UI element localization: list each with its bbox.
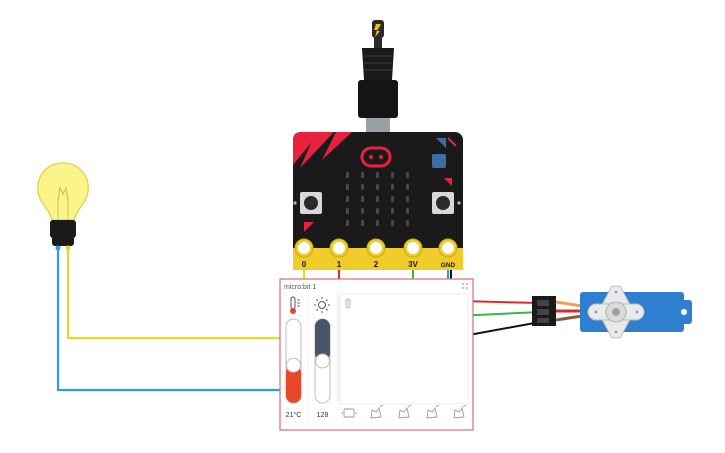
led	[346, 220, 349, 226]
pin-label: 3V	[408, 260, 418, 269]
tilt-left-gesture-icon[interactable]	[370, 404, 384, 419]
led	[361, 220, 364, 226]
usb-cable-icon[interactable]	[358, 20, 398, 132]
sun-icon	[314, 297, 330, 313]
light-value: 128	[317, 412, 329, 419]
light-bulb-icon[interactable]	[37, 162, 89, 251]
led	[361, 184, 364, 190]
led	[391, 184, 394, 190]
led	[346, 196, 349, 202]
button-b[interactable]	[432, 178, 461, 214]
led	[376, 208, 379, 214]
pin-1[interactable]: 1	[329, 238, 349, 269]
sensor-panel[interactable]: micro:bit 1 21°C	[279, 278, 474, 431]
led	[406, 172, 409, 178]
pin-0[interactable]: 0	[294, 238, 314, 269]
button-b-marker	[444, 178, 452, 186]
led	[376, 172, 379, 178]
led-matrix	[346, 172, 409, 226]
led	[406, 196, 409, 202]
led	[346, 172, 349, 178]
pin-label: 0	[302, 260, 307, 269]
reset-button[interactable]	[432, 137, 457, 168]
light-slider[interactable]	[314, 318, 331, 404]
touch-logo-icon[interactable]	[360, 146, 392, 168]
shake-gesture-icon[interactable]	[341, 408, 357, 418]
button-a[interactable]	[293, 192, 322, 232]
sensor-panel-title: micro:bit 1	[284, 284, 316, 291]
led	[361, 172, 364, 178]
led	[406, 184, 409, 190]
led	[391, 196, 394, 202]
wire-yellow[interactable]	[66, 248, 306, 340]
led	[346, 208, 349, 214]
tilt-up-gesture-icon[interactable]	[426, 404, 440, 419]
led	[361, 196, 364, 202]
panel-grip-icon[interactable]	[462, 283, 468, 289]
pin-label: 1	[337, 260, 342, 269]
tilt-down-gesture-icon[interactable]	[453, 404, 467, 419]
led	[376, 220, 379, 226]
pin-label: 2	[374, 260, 379, 269]
led	[376, 196, 379, 202]
led	[391, 172, 394, 178]
led	[346, 184, 349, 190]
led	[361, 208, 364, 214]
led	[406, 208, 409, 214]
thermometer-icon	[290, 296, 300, 314]
tilt-right-gesture-icon[interactable]	[398, 404, 412, 419]
microbit-board[interactable]: 0 1 2 3V GND	[293, 132, 463, 270]
pin-label: GND	[441, 262, 456, 269]
pin-3v[interactable]: 3V	[403, 238, 423, 269]
gesture-area[interactable]	[339, 293, 469, 405]
led	[391, 220, 394, 226]
led	[406, 220, 409, 226]
servo-motor-icon[interactable]	[532, 285, 692, 339]
led	[376, 184, 379, 190]
pin-2[interactable]: 2	[366, 238, 386, 269]
led	[391, 208, 394, 214]
pin-gnd[interactable]: GND	[438, 238, 458, 269]
none-gesture-icon[interactable]	[345, 298, 351, 309]
button-a-marker	[304, 222, 314, 232]
temperature-value: 21°C	[286, 411, 302, 419]
temperature-slider[interactable]	[285, 318, 302, 404]
